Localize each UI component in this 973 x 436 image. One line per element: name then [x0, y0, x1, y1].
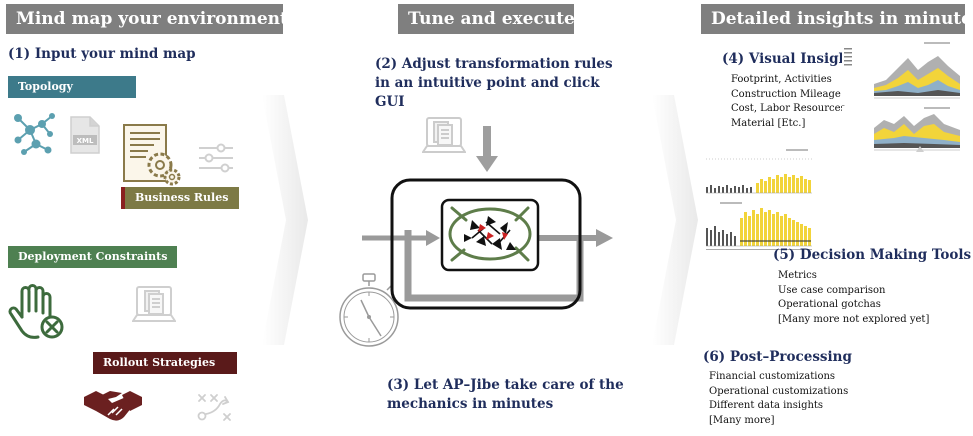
rules-document-gear-icon	[123, 124, 181, 186]
stopwatch-icon	[339, 273, 399, 347]
step-2-label: (2) Adjust transformation rules in an in…	[375, 56, 613, 110]
sliders-icon	[199, 143, 233, 173]
tag-rollout-strategies: Rollout Strategies	[93, 352, 237, 374]
strategy-play-icon	[197, 394, 231, 421]
visual-insights-list: Footprint, Activities Construction Milea…	[731, 73, 846, 131]
list-item: Use case comparison	[778, 284, 886, 296]
list-item: Operational gotchas	[778, 299, 881, 310]
post-processing-title: (6) Post–Processing	[703, 349, 852, 365]
thumbnail-area-chart-2	[842, 106, 964, 154]
list-item: Construction Mileage	[731, 88, 841, 100]
xml-file-icon: XML	[70, 116, 100, 154]
step-3-label: (3) Let AP–Jibe take care of the mechani…	[387, 377, 624, 412]
list-item: Material [Etc.]	[731, 117, 806, 129]
chevron-divider-right	[652, 95, 698, 345]
down-arrow-icon	[476, 126, 498, 172]
decision-tools-title: (5) Decision Making Tools	[773, 247, 972, 263]
tag-topology: Topology	[8, 76, 136, 98]
process-box-icon	[362, 178, 613, 310]
visual-insights-title: (4) Visual Insights	[722, 51, 863, 67]
list-item: Footprint, Activities	[731, 74, 832, 85]
thumbnail-area-chart-1	[842, 40, 964, 104]
list-item: [Many more not explored yet]	[778, 313, 930, 325]
hand-x-icon	[8, 284, 64, 339]
step-1-label: (1) Input your mind map	[8, 46, 196, 62]
list-item: Cost, Labor Resources	[731, 103, 846, 114]
network-icon	[14, 113, 55, 155]
header-tune-execute: Tune and execute	[398, 4, 575, 34]
header-insights: Detailed insights in minutes	[701, 4, 973, 34]
post-processing-list: Financial customizations Operational cus…	[709, 370, 848, 428]
thumbnail-bar-chart-1	[700, 147, 816, 199]
tag-deployment-constraints: Deployment Constraints	[8, 246, 177, 268]
handshake-icon	[84, 391, 142, 421]
list-item: Different data insights	[709, 400, 824, 411]
thumbnail-bar-chart-2	[700, 200, 816, 254]
tag-business-rules: Business Rules	[121, 187, 239, 209]
list-item: [Many more]	[709, 414, 775, 426]
chevron-divider-left	[262, 95, 308, 345]
list-item: Operational customizations	[709, 385, 849, 397]
laptop-document-icon	[132, 286, 176, 322]
svg-text:XML: XML	[77, 137, 94, 145]
decision-tools-list: Metrics Use case comparison Operational …	[778, 269, 929, 327]
laptop-document-icon-middle	[422, 117, 466, 153]
list-item: Metrics	[778, 270, 817, 281]
list-item: Financial customizations	[709, 371, 836, 382]
header-mind-map: Mind map your environment	[6, 4, 288, 34]
